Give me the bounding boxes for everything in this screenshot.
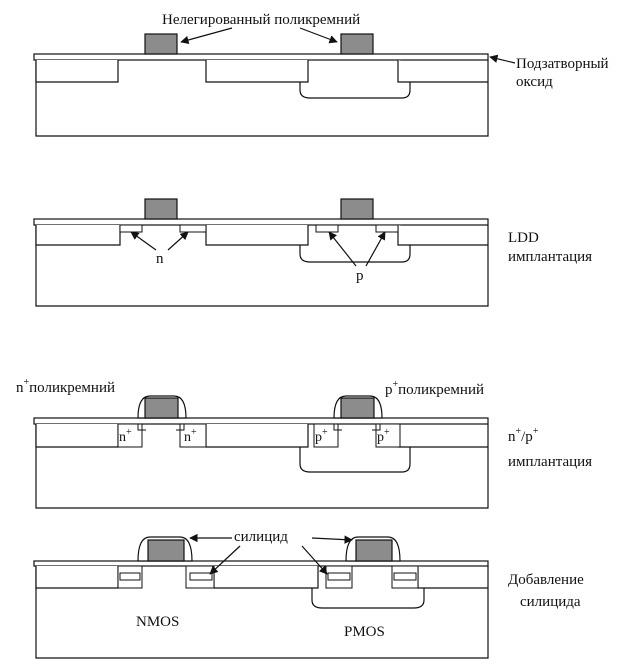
- poly-gate-nmos-1: [144, 33, 178, 55]
- poly-gate-pmos-1: [340, 33, 374, 55]
- label-silicide: силицид: [234, 529, 288, 545]
- ldd-ext-3c: [333, 424, 342, 431]
- n-well-3: [299, 447, 411, 473]
- sd-p-right: [375, 423, 401, 448]
- isolation-1c: [397, 60, 488, 83]
- isolation-1a: [35, 60, 119, 83]
- n-well-2: [299, 245, 411, 263]
- arrow-n-left: [130, 231, 157, 251]
- substrate-3: [35, 424, 489, 509]
- isolation-2b: [205, 225, 309, 246]
- region-label-n2: n+: [184, 427, 197, 445]
- isolation-1b: [205, 60, 309, 83]
- label-gate-oxide-2: оксид: [516, 74, 553, 90]
- isolation-3c: [397, 424, 488, 448]
- isolation-4b: [213, 566, 319, 589]
- arrow-p-right: [365, 231, 386, 267]
- label-n-poly: n+поликремний: [16, 377, 115, 396]
- arrow-n-right: [167, 231, 189, 251]
- label-np-implant-1: n+/p+: [508, 426, 539, 445]
- label-ldd-1: LDD: [508, 230, 539, 246]
- substrate-2: [35, 225, 489, 307]
- gate-oxide-3: [33, 417, 489, 425]
- label-undoped-poly: Нелегированный поликремний: [162, 12, 360, 28]
- substrate-4: [35, 566, 489, 659]
- region-label-p2: p+: [377, 427, 390, 445]
- isolation-3a: [35, 424, 119, 448]
- poly-gate-nmos-3: [144, 397, 179, 419]
- sd-n-left: [117, 423, 143, 448]
- arrow-silicide-gate-right: [311, 535, 353, 544]
- gate-oxide-4: [33, 560, 489, 567]
- stage-2-ldd: n p LDD имплантация: [33, 198, 592, 307]
- poly-gate-nmos-4: [147, 539, 185, 562]
- label-ldd-2: имплантация: [508, 249, 592, 265]
- stage-4-silicide: силицид NMOS PMOS Добавление силицида: [33, 529, 584, 659]
- n-well-4: [311, 588, 425, 609]
- ldd-p-right: [375, 224, 399, 233]
- ldd-ext-3d: [372, 424, 381, 431]
- isolation-2c: [397, 225, 488, 246]
- arrow-oxide: [489, 54, 516, 64]
- silicide-n-left: [119, 572, 141, 581]
- label-pmos: PMOS: [344, 624, 385, 640]
- poly-gate-nmos-2: [144, 198, 178, 220]
- label-add-silicide-2: силицида: [520, 594, 581, 610]
- label-p-poly: p+поликремний: [385, 379, 484, 398]
- stage-1-undoped-poly: Нелегированный поликремний Подзатворный …: [33, 12, 609, 137]
- stage-3-np-implant: n+ n+ p+ p+ n+поликремний p+поликремний …: [16, 377, 592, 509]
- poly-gate-pmos-4: [355, 539, 393, 562]
- ldd-ext-3a: [137, 424, 146, 431]
- arrow-poly-right: [299, 27, 338, 44]
- label-nmos: NMOS: [136, 614, 179, 630]
- region-label-p1: p+: [315, 427, 328, 445]
- poly-gate-pmos-3: [340, 397, 375, 419]
- label-gate-oxide-1: Подзатворный: [516, 56, 609, 72]
- arrow-silicide-sd-right: [301, 545, 328, 575]
- arrow-p-left: [328, 231, 357, 267]
- sd-n-right: [179, 423, 207, 448]
- label-np-implant-2: имплантация: [508, 454, 592, 470]
- silicide-p-right: [393, 572, 417, 581]
- isolation-4c: [417, 566, 488, 589]
- silicide-p-left: [327, 572, 351, 581]
- isolation-2a: [35, 225, 121, 246]
- arrow-poly-left: [180, 27, 233, 45]
- label-add-silicide-1: Добавление: [508, 572, 584, 588]
- gate-oxide-1: [33, 53, 489, 61]
- label-ldd-n: n: [156, 251, 164, 267]
- substrate-1: [35, 60, 489, 137]
- gate-oxide-2: [33, 218, 489, 226]
- n-well-1: [299, 82, 411, 99]
- poly-gate-pmos-2: [340, 198, 374, 220]
- sd-p-left: [313, 423, 339, 448]
- label-ldd-p: p: [356, 268, 364, 284]
- ldd-n-right: [179, 224, 207, 233]
- ldd-p-left: [315, 224, 339, 233]
- isolation-4a: [35, 566, 119, 589]
- arrow-silicide-sd-left: [209, 545, 241, 575]
- isolation-3b: [205, 424, 309, 448]
- ldd-n-left: [119, 224, 143, 233]
- region-label-n1: n+: [119, 427, 132, 445]
- ldd-ext-3b: [176, 424, 185, 431]
- silicide-n-right: [189, 572, 213, 581]
